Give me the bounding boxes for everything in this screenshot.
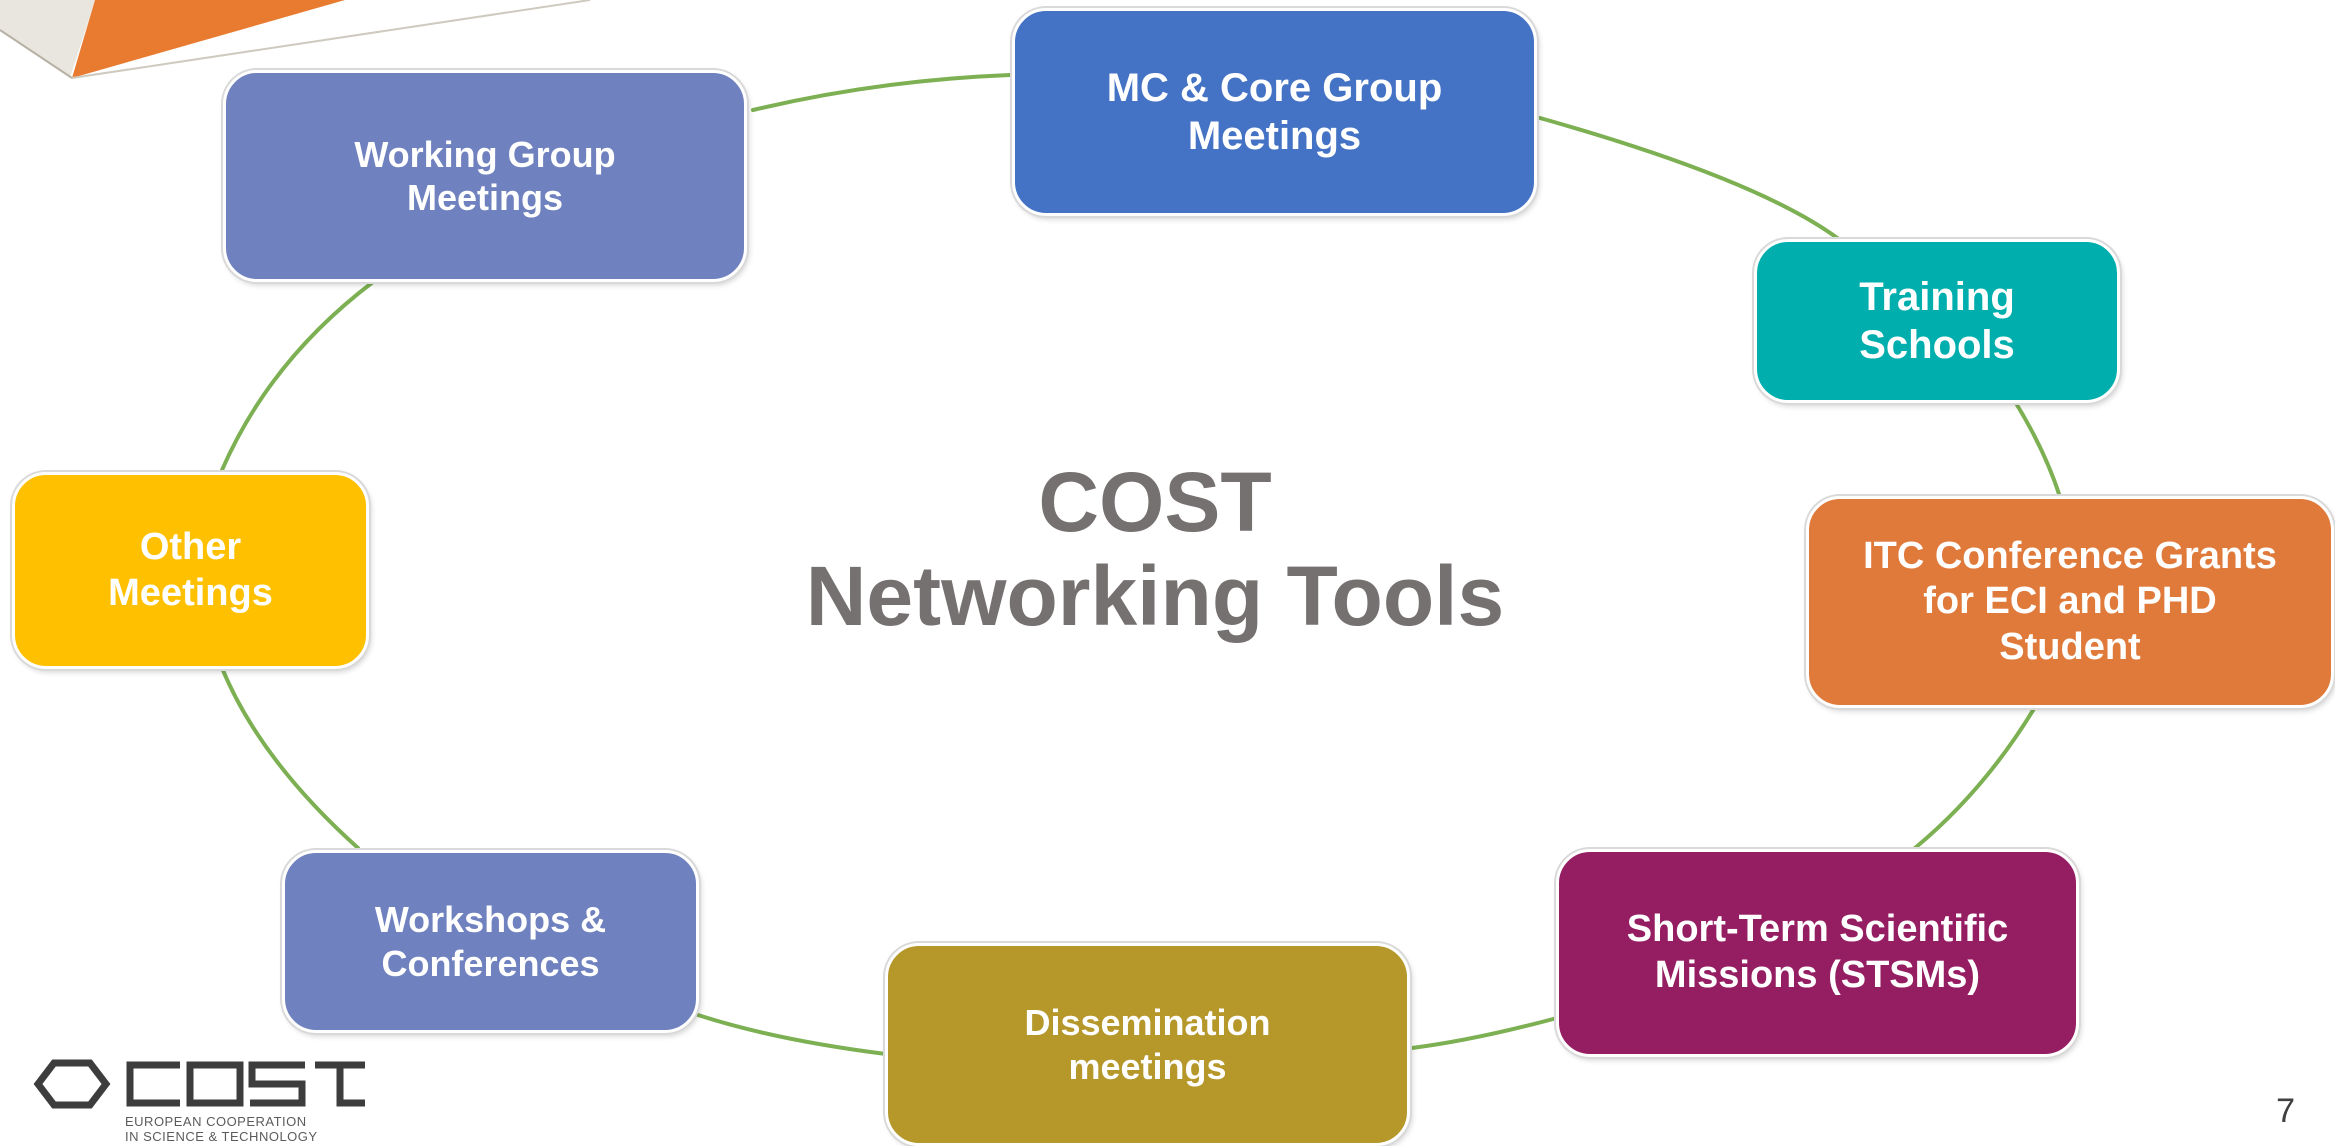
node-label: Working Group Meetings xyxy=(354,133,616,218)
connector-dissemination-to-workshops xyxy=(696,1013,888,1056)
node-dissemination-meetings: Dissemination meetings xyxy=(885,943,1410,1146)
node-label: Workshops & Conferences xyxy=(374,899,607,984)
node-label: Other Meetings xyxy=(108,525,273,614)
cost-logo xyxy=(33,1059,365,1109)
connector-mc-to-training xyxy=(1538,116,1842,242)
connector-workshops-to-other xyxy=(220,666,360,850)
node-label: MC & Core Group Meetings xyxy=(1106,66,1443,158)
node-workshops-conferences: Workshops & Conferences xyxy=(282,850,699,1033)
node-working-group-meetings: Working Group Meetings xyxy=(223,70,747,282)
node-label: ITC Conference Grants for ECI and PHD St… xyxy=(1863,534,2277,668)
connector-itc-to-stsm xyxy=(1913,705,2037,850)
logo-tagline: EUROPEAN COOPERATION IN SCIENCE & TECHNO… xyxy=(125,1114,318,1144)
node-itc-conference-grants: ITC Conference Grants for ECI and PHD St… xyxy=(1806,496,2334,708)
center-title: COST Networking Tools xyxy=(700,455,1610,643)
page-number: 7 xyxy=(2276,1092,2295,1130)
node-short-term-scientific-missions: Short-Term Scientific Missions (STSMs) xyxy=(1556,849,2079,1057)
connector-working-group-to-mc xyxy=(751,73,1012,112)
node-label: Short-Term Scientific Missions (STSMs) xyxy=(1626,908,2009,996)
node-training-schools: Training Schools xyxy=(1754,239,2120,403)
connector-training-to-itc xyxy=(2012,398,2062,499)
connector-stsm-to-dissemination xyxy=(1410,1016,1559,1050)
node-mc-core-group-meetings: MC & Core Group Meetings xyxy=(1012,8,1537,216)
corner-decoration xyxy=(0,0,591,79)
node-label: Dissemination meetings xyxy=(1024,1002,1271,1087)
node-other-meetings: Other Meetings xyxy=(12,472,369,669)
center-title-line2: Networking Tools xyxy=(805,549,1505,644)
center-title-line1: COST xyxy=(1038,455,1272,549)
connector-other-to-working-group xyxy=(220,280,375,472)
node-label: Training Schools xyxy=(1859,275,2015,367)
